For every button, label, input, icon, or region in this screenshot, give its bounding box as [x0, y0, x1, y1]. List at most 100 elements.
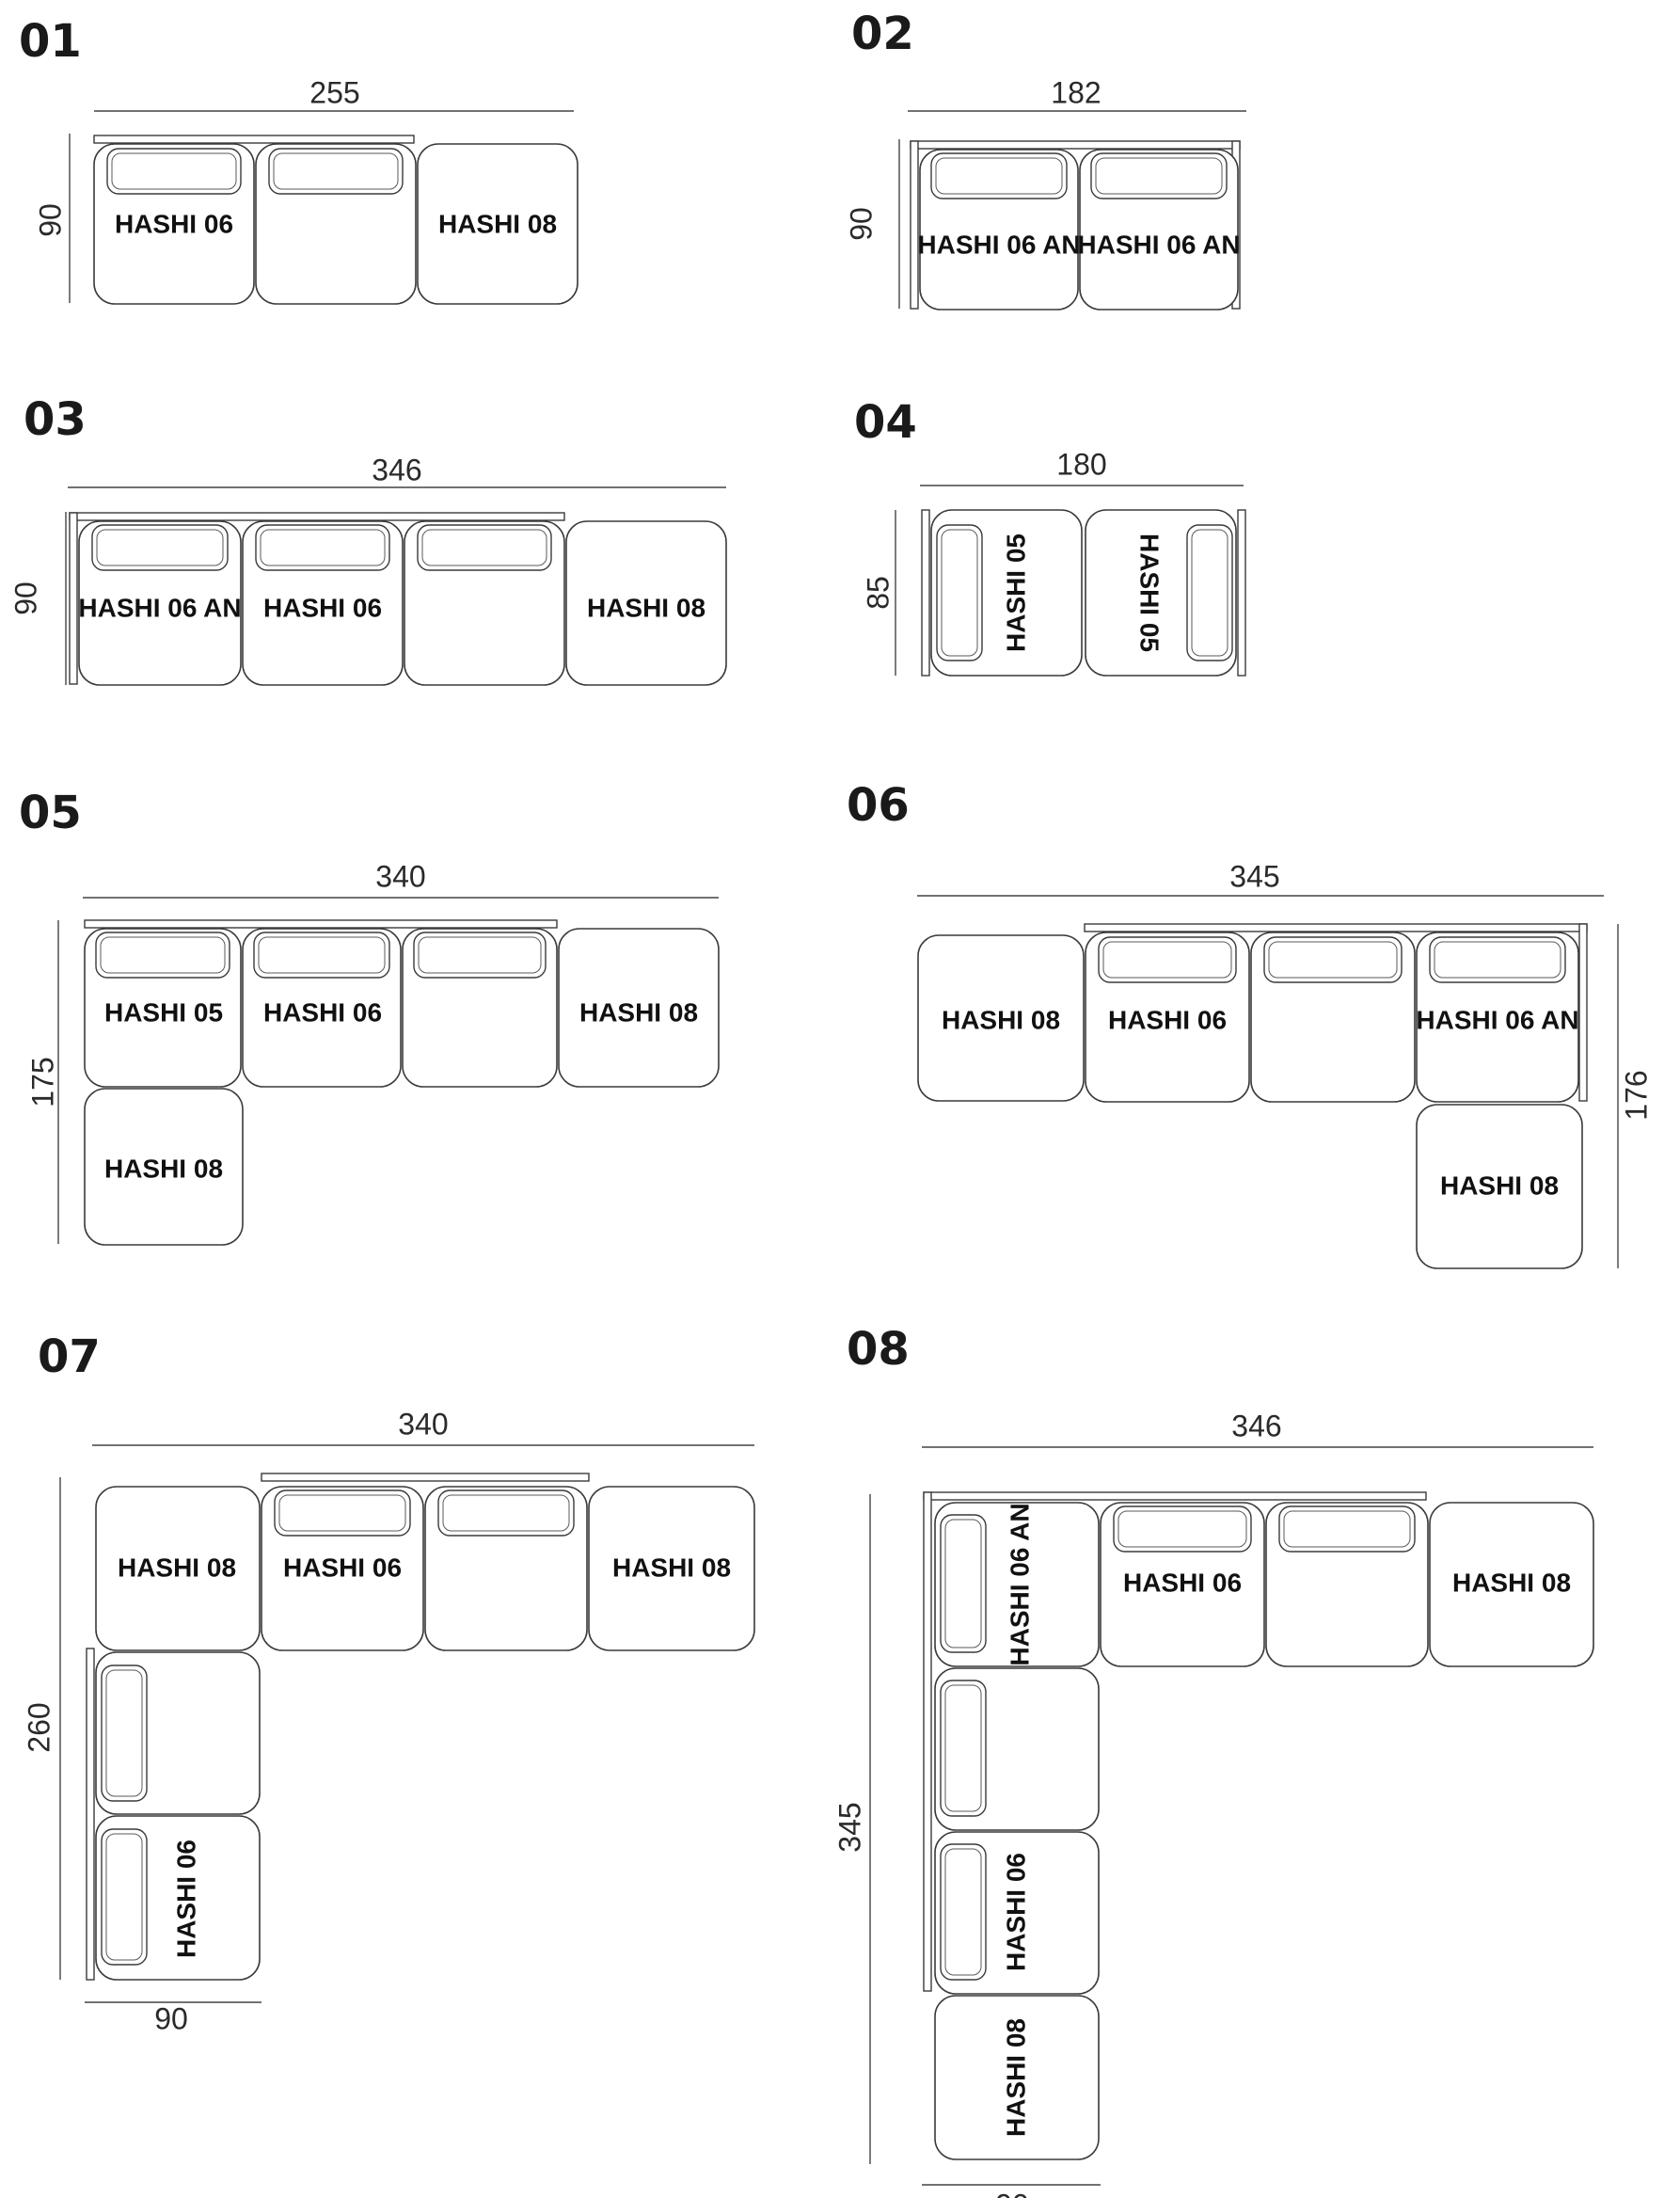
- module-label: HASHI 06 AN: [1005, 1503, 1034, 1665]
- config-number: 08: [847, 1323, 910, 1376]
- back-cushion-inner: [1117, 1510, 1247, 1548]
- backrest: [910, 140, 919, 310]
- module-label: HASHI 06: [283, 1553, 402, 1582]
- backrest: [84, 919, 558, 929]
- seat-module: [917, 934, 1085, 1102]
- depth-dimension: 175: [25, 1057, 59, 1107]
- module-label: HASHI 05: [104, 997, 223, 1027]
- back-cushion: [413, 932, 547, 979]
- back-cushion-inner: [1283, 1510, 1411, 1548]
- module-label: HASHI 08: [1440, 1171, 1559, 1200]
- side-cushion-inner: [105, 1833, 143, 1961]
- module-label: HASHI 08: [612, 1553, 731, 1582]
- side-cushion-inner: [944, 1684, 982, 1812]
- back-cushion-inner: [421, 529, 547, 566]
- config-number: 06: [847, 779, 910, 832]
- back-cushion: [1098, 936, 1237, 983]
- bottom-dimension: 90: [995, 2188, 1029, 2198]
- seat-module: [95, 1486, 261, 1651]
- side-cushion: [1186, 524, 1233, 661]
- back-cushion-inner: [258, 936, 386, 974]
- config-number: 05: [19, 787, 82, 839]
- back-cushion: [1429, 936, 1566, 983]
- back-cushion-inner: [96, 529, 224, 566]
- module-label: HASHI 08: [942, 1005, 1060, 1034]
- seat-module: [1429, 1502, 1594, 1667]
- back-cushion-inner: [278, 1494, 406, 1532]
- module-label: HASHI 06: [263, 593, 382, 622]
- back-cushion-inner: [1102, 941, 1232, 979]
- side-cushion: [940, 1514, 987, 1653]
- side-cushion: [101, 1664, 148, 1802]
- back-cushion-inner: [1095, 157, 1223, 195]
- back-cushion-inner: [260, 529, 386, 566]
- back-cushion-inner: [418, 936, 542, 974]
- module-label: HASHI 06: [115, 209, 233, 238]
- back-cushion: [274, 1489, 411, 1537]
- module-label: HASHI 06: [1123, 1568, 1242, 1597]
- seat-module: [417, 143, 578, 305]
- seat-module: [1416, 1104, 1583, 1269]
- module-label: HASHI 05: [1135, 534, 1165, 652]
- backrest: [1578, 923, 1588, 1102]
- depth-dimension: 260: [22, 1702, 55, 1752]
- module-label: HASHI 05: [1001, 534, 1030, 652]
- module-label: HASHI 08: [579, 997, 698, 1027]
- backrest: [261, 1473, 590, 1482]
- back-cushion: [1263, 936, 1403, 983]
- back-cushion-inner: [111, 152, 237, 190]
- backrest: [86, 1648, 95, 1981]
- module-label: HASHI 06: [171, 1840, 200, 1958]
- back-cushion: [253, 932, 390, 979]
- depth-dimension: 85: [861, 576, 895, 610]
- module-label: HASHI 08: [118, 1553, 236, 1582]
- backrest: [93, 135, 415, 144]
- seat-module: [565, 520, 727, 686]
- backrest: [923, 1491, 932, 1992]
- back-cushion: [106, 148, 242, 195]
- seat-module: [934, 1995, 1100, 2160]
- side-cushion-inner: [944, 1519, 982, 1648]
- side-cushion-inner: [941, 529, 978, 657]
- width-dimension: 346: [1231, 1409, 1281, 1442]
- back-cushion: [930, 152, 1068, 199]
- module-label: HASHI 08: [438, 209, 557, 238]
- backrest: [69, 512, 565, 521]
- config-number: 02: [851, 8, 914, 60]
- module-label: HASHI 08: [1001, 2018, 1030, 2137]
- side-cushion: [940, 1680, 987, 1817]
- width-dimension: 180: [1056, 447, 1106, 481]
- depth-dimension: 90: [33, 203, 67, 237]
- back-cushion: [437, 1489, 575, 1537]
- back-cushion: [95, 932, 230, 979]
- seat-module: [588, 1486, 755, 1651]
- side-cushion: [940, 1843, 987, 1981]
- back-cushion-inner: [935, 157, 1063, 195]
- side-cushion-inner: [105, 1669, 143, 1797]
- side-cushion: [101, 1828, 148, 1966]
- depth-dimension: 345: [832, 1802, 866, 1852]
- config-number: 01: [19, 15, 82, 68]
- backrest: [69, 512, 78, 685]
- side-cushion-inner: [944, 1848, 982, 1976]
- width-dimension: 340: [375, 859, 425, 893]
- back-cushion-inner: [273, 152, 399, 190]
- side-cushion: [936, 524, 983, 661]
- seat-module: [84, 1088, 244, 1246]
- config-number: 03: [24, 393, 87, 446]
- back-cushion-inner: [100, 936, 226, 974]
- width-dimension: 255: [309, 75, 359, 109]
- module-label: HASHI 08: [587, 593, 705, 622]
- back-cushion-inner: [1268, 941, 1398, 979]
- module-label: HASHI 06: [1001, 1853, 1030, 1971]
- module-label: HASHI 08: [1452, 1568, 1571, 1597]
- width-dimension: 345: [1229, 859, 1279, 893]
- side-cushion-inner: [1191, 529, 1228, 657]
- backrest: [1237, 509, 1246, 677]
- width-dimension: 182: [1051, 75, 1101, 109]
- backrest: [923, 1491, 1427, 1501]
- backrest: [910, 140, 1241, 150]
- back-cushion: [417, 524, 552, 571]
- width-dimension: 340: [398, 1407, 448, 1441]
